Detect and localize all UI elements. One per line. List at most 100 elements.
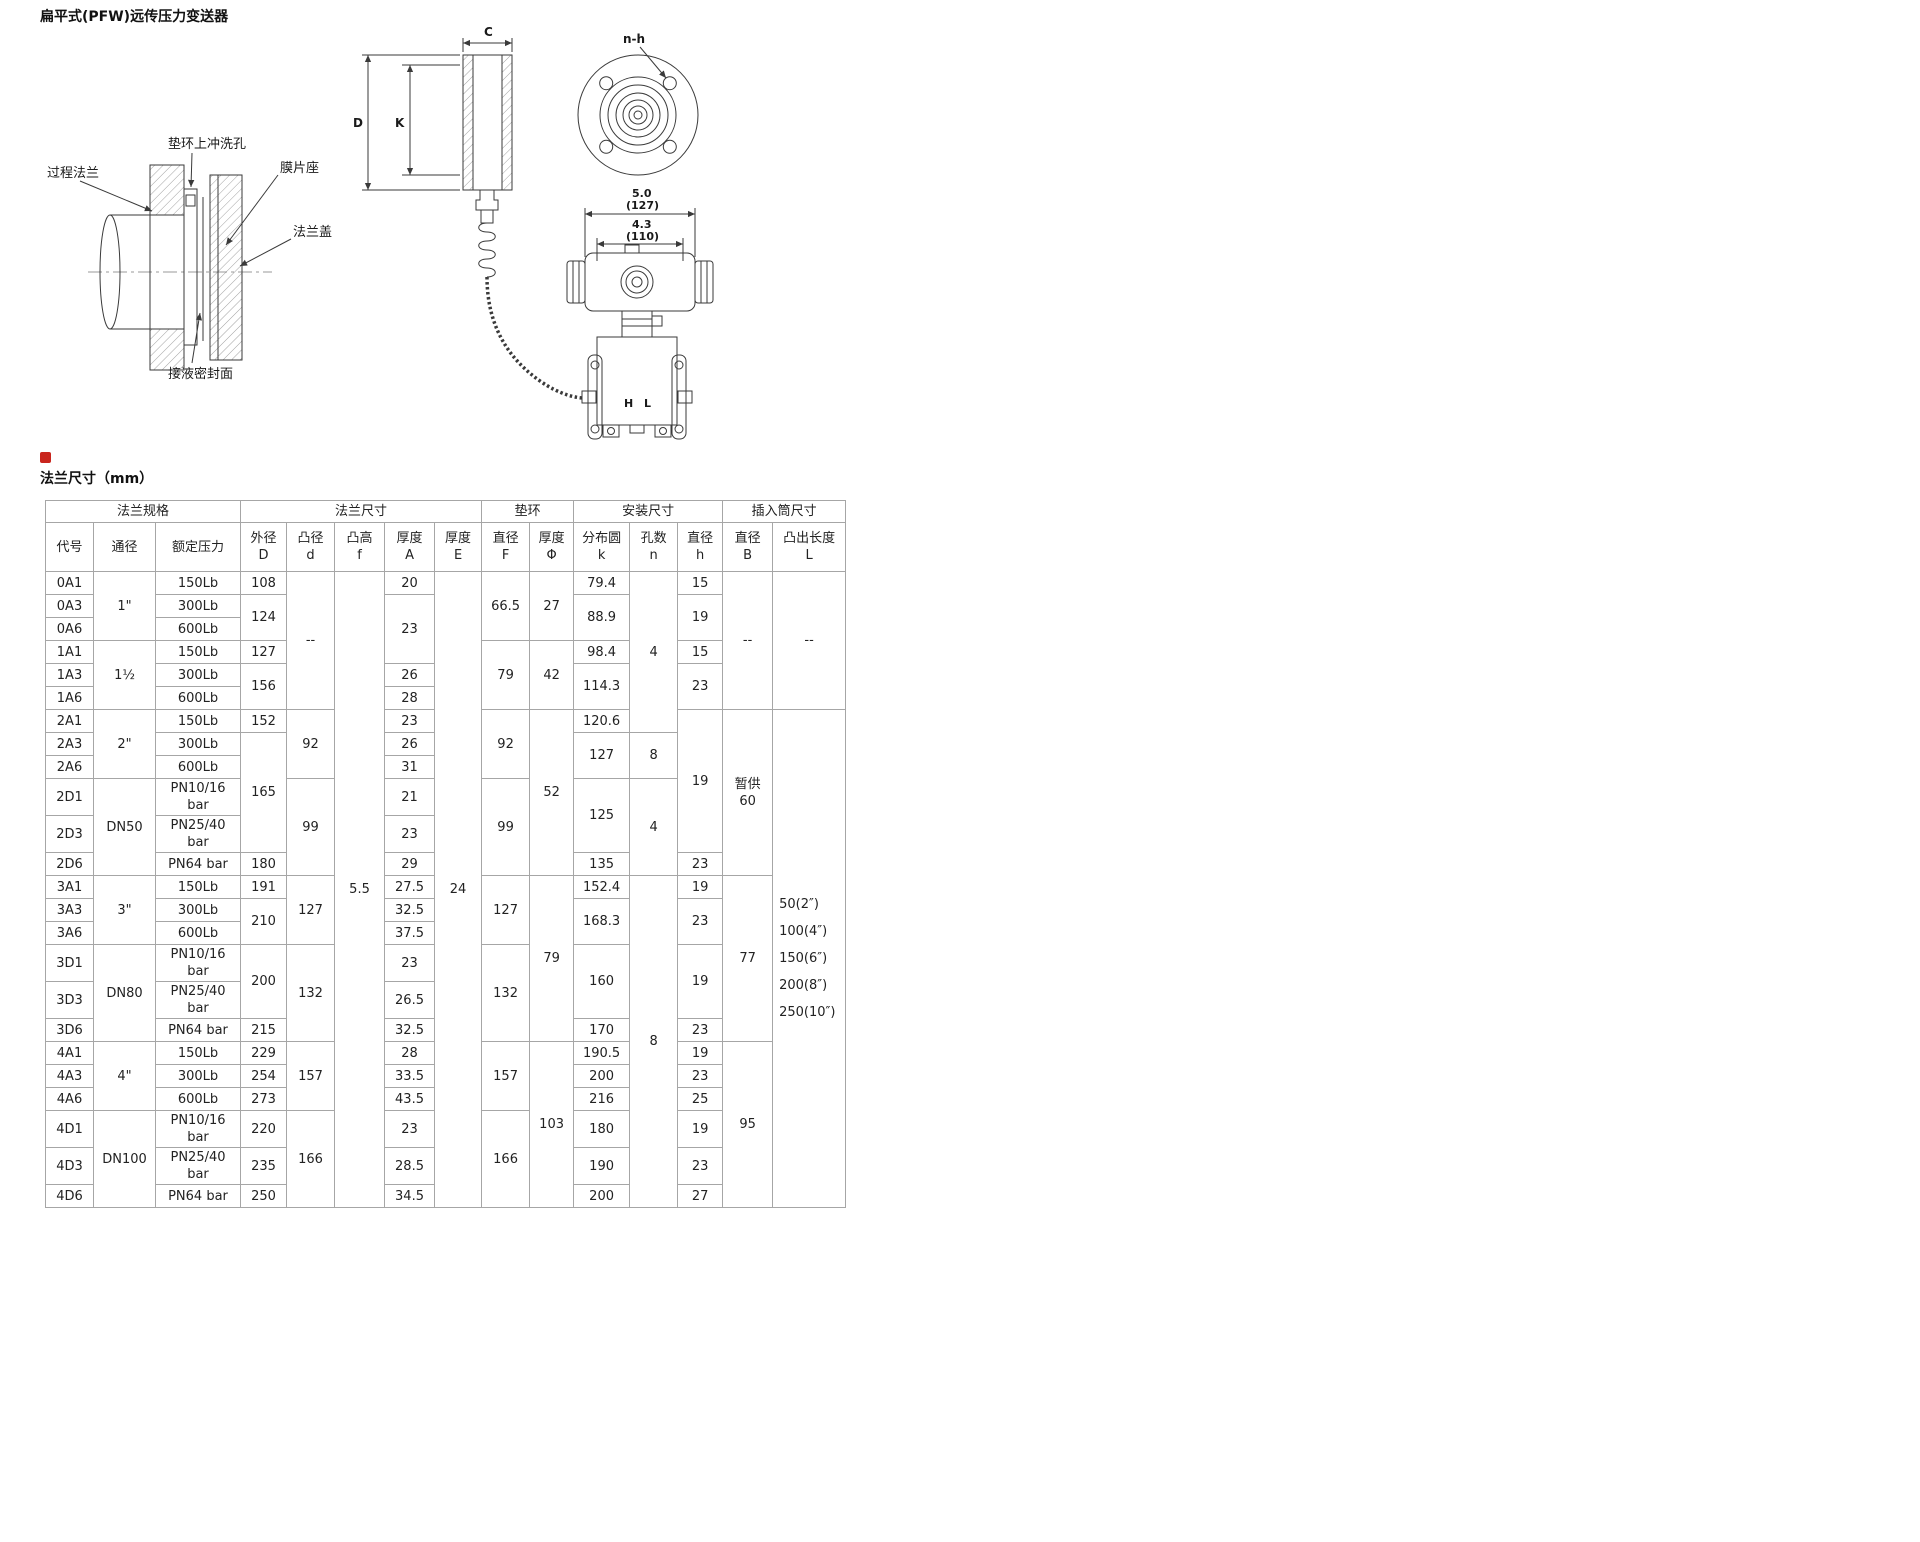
table-cell: 103 bbox=[529, 1041, 575, 1208]
table-cell: 98.4 bbox=[573, 640, 631, 664]
bolt-holes-label: n-h bbox=[623, 32, 645, 46]
section-marker-icon bbox=[40, 452, 51, 463]
table-cell: 23 bbox=[384, 709, 436, 733]
technical-drawings: 过程法兰 垫环上冲洗孔 膜片座 法兰盖 接液密封面 C D bbox=[47, 25, 714, 440]
table-cell: 600Lb bbox=[154, 921, 242, 945]
table-cell: 21 bbox=[384, 778, 436, 816]
table-cell: 23 bbox=[677, 1018, 724, 1042]
table-cell: 150Lb bbox=[154, 709, 242, 733]
table-cell: 0A1 bbox=[45, 571, 94, 595]
table-cell: 127 bbox=[240, 640, 288, 664]
bolt-hole bbox=[599, 76, 614, 91]
table-cell: 5.5 bbox=[334, 571, 386, 1208]
table-cell: 79 bbox=[481, 640, 531, 710]
table-cell: 4D3 bbox=[45, 1147, 94, 1185]
dim-width-mm: (127) bbox=[626, 199, 659, 212]
table-cell: 8 bbox=[629, 732, 679, 779]
table-cell: 37.5 bbox=[384, 921, 436, 945]
table-cell: 108 bbox=[240, 571, 288, 595]
table-cell: 220 bbox=[240, 1110, 288, 1148]
table-cell: PN10/16 bar bbox=[154, 944, 242, 982]
table-cell: 52 bbox=[529, 709, 575, 876]
table-cell: 150Lb bbox=[154, 1041, 242, 1065]
table-column-header: 直径 B bbox=[722, 522, 774, 572]
table-cell: 79.4 bbox=[573, 571, 631, 595]
table-column-header: 额定压力 bbox=[154, 522, 242, 572]
table-column-header: 厚度 A bbox=[384, 522, 436, 572]
table-cell: 1A3 bbox=[45, 663, 94, 687]
table-cell: -- bbox=[286, 571, 336, 710]
table-cell: 4D1 bbox=[45, 1110, 94, 1148]
table-cell: 26 bbox=[384, 663, 436, 687]
dim-c-label: C bbox=[484, 25, 493, 39]
table-column-header: 直径 h bbox=[677, 522, 724, 572]
table-cell: 3" bbox=[93, 875, 156, 945]
table-cell: 2A3 bbox=[45, 732, 94, 756]
table-cell: 4A1 bbox=[45, 1041, 94, 1065]
table-cell: 1½ bbox=[93, 640, 156, 710]
table-cell: 200 bbox=[240, 944, 288, 1019]
process-flange-label: 过程法兰 bbox=[47, 166, 99, 181]
table-cell: 150Lb bbox=[154, 875, 242, 899]
dim-k-label: K bbox=[395, 116, 405, 130]
bolt-hole bbox=[662, 76, 677, 91]
table-cell: 19 bbox=[677, 594, 724, 641]
table-cell: 2" bbox=[93, 709, 156, 779]
table-cell: 3D6 bbox=[45, 1018, 94, 1042]
table-cell: PN10/16 bar bbox=[154, 1110, 242, 1148]
table-cell: 1A1 bbox=[45, 640, 94, 664]
dim-width-in: 5.0 bbox=[632, 187, 652, 200]
table-cell: 170 bbox=[573, 1018, 631, 1042]
table-cell: 273 bbox=[240, 1087, 288, 1111]
table-cell: 200 bbox=[573, 1184, 631, 1208]
table-cell: PN64 bar bbox=[154, 1184, 242, 1208]
table-cell: 3D1 bbox=[45, 944, 94, 982]
table-cell: 33.5 bbox=[384, 1064, 436, 1088]
table-cell: 92 bbox=[481, 709, 531, 779]
dim-d-label: D bbox=[353, 116, 363, 130]
table-cell: 99 bbox=[286, 778, 336, 876]
table-cell: 216 bbox=[573, 1087, 631, 1111]
table-cell: 600Lb bbox=[154, 617, 242, 641]
table-cell: 4 bbox=[629, 571, 679, 733]
table-cell: 190.5 bbox=[573, 1041, 631, 1065]
table-cell: 120.6 bbox=[573, 709, 631, 733]
table-cell: 19 bbox=[677, 1041, 724, 1065]
armored-capillary bbox=[485, 276, 585, 400]
table-cell: 600Lb bbox=[154, 686, 242, 710]
table-cell: 27 bbox=[677, 1184, 724, 1208]
table-cell: 160 bbox=[573, 944, 631, 1019]
table-cell: 42 bbox=[529, 640, 575, 710]
table-cell: 26.5 bbox=[384, 981, 436, 1019]
table-cell: 250 bbox=[240, 1184, 288, 1208]
table-cell: 168.3 bbox=[573, 898, 631, 945]
table-cell: 1A6 bbox=[45, 686, 94, 710]
table-cell: 4A6 bbox=[45, 1087, 94, 1111]
table-cell: 34.5 bbox=[384, 1184, 436, 1208]
table-cell: 210 bbox=[240, 898, 288, 945]
table-cell: 19 bbox=[677, 944, 724, 1019]
table-cell: 23 bbox=[677, 1064, 724, 1088]
table-cell: 190 bbox=[573, 1147, 631, 1185]
table-cell: 79 bbox=[529, 875, 575, 1042]
flange-section-drawing: 过程法兰 垫环上冲洗孔 膜片座 法兰盖 接液密封面 bbox=[47, 136, 332, 382]
table-cell: PN25/40 bar bbox=[154, 815, 242, 853]
table-cell: 27 bbox=[529, 571, 575, 641]
capillary-assembly-drawing: C D K bbox=[353, 25, 585, 400]
table-cell: PN10/16 bar bbox=[154, 778, 242, 816]
table-cell: 92 bbox=[286, 709, 336, 779]
table-cell: 152 bbox=[240, 709, 288, 733]
